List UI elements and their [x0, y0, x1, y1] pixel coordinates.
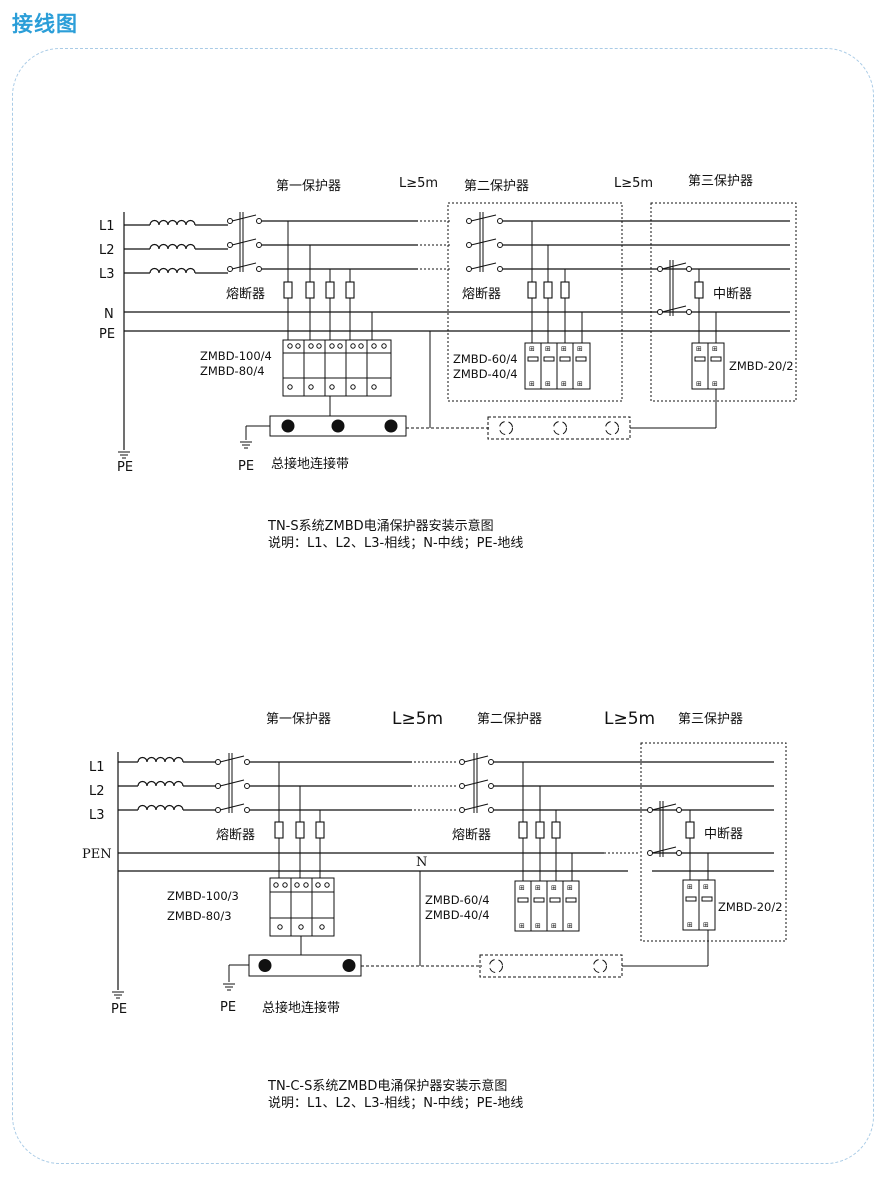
model2b-label: ZMBD-40/4 — [453, 367, 518, 381]
model2a-label-2: ZMBD-60/4 — [425, 893, 490, 907]
distance1-label-2: L≥5m — [392, 709, 443, 729]
svg-text:⊞: ⊞ — [551, 922, 557, 930]
line-label-n: N — [104, 307, 114, 322]
distance2-label: L≥5m — [614, 176, 653, 191]
model1b-label: ZMBD-80/4 — [200, 364, 265, 378]
caption-title-2: TN-C-S系统ZMBD电涌保护器安装示意图 — [268, 1079, 508, 1094]
spd-stage2: ⊞ ⊞ ⊞ ⊞ ⊞ ⊞ ⊞ ⊞ — [524, 342, 591, 390]
svg-text:⊞: ⊞ — [696, 380, 702, 388]
svg-text:⊞: ⊞ — [519, 922, 525, 930]
caption-tn-s: TN-S系统ZMBD电涌保护器安装示意图 说明：L1、L2、L3-相线；N-中线… — [268, 518, 523, 552]
svg-text:⊞: ⊞ — [561, 345, 567, 353]
model2a-label: ZMBD-60/4 — [453, 352, 518, 366]
spd-stage1 — [282, 339, 392, 397]
stage1-label: 第一保护器 — [276, 179, 341, 194]
svg-text:⊞: ⊞ — [567, 884, 573, 892]
spd-stage2-2: ⊞ ⊞ ⊞ ⊞ ⊞ ⊞ ⊞ ⊞ — [514, 880, 580, 932]
grounding-bus — [269, 415, 407, 437]
line-label-l2-2: L2 — [89, 784, 105, 799]
n-label: N — [416, 855, 427, 870]
svg-text:⊞: ⊞ — [545, 380, 551, 388]
model3-label: ZMBD-20/2 — [729, 359, 794, 373]
page-title: 接线图 — [12, 12, 78, 36]
model1b-label-2: ZMBD-80/3 — [167, 909, 232, 923]
svg-text:⊞: ⊞ — [567, 922, 573, 930]
caption-note: 说明：L1、L2、L3-相线；N-中线；PE-地线 — [268, 536, 524, 551]
breaker-label: 中断器 — [713, 287, 752, 302]
stage2-label-2: 第二保护器 — [477, 712, 542, 727]
model3-label-2: ZMBD-20/2 — [718, 900, 783, 914]
svg-text:⊞: ⊞ — [529, 380, 535, 388]
caption-title: TN-S系统ZMBD电涌保护器安装示意图 — [268, 519, 494, 534]
tn-c-s-diagram: 第一保护器 L≥5m 第二保护器 L≥5m 第三保护器 L1 L2 L3 PEN… — [82, 709, 787, 1017]
spd-stage3-2: ⊞ ⊞ ⊞ ⊞ — [682, 879, 716, 931]
ground-left-label: PE — [117, 460, 133, 475]
fuse1-label: 熔断器 — [226, 287, 265, 302]
model1a-label: ZMBD-100/4 — [200, 349, 272, 363]
line-label-l3-2: L3 — [89, 808, 105, 823]
stage2-label: 第二保护器 — [464, 179, 529, 194]
fuse2-label: 熔断器 — [462, 287, 501, 302]
distance1-label: L≥5m — [399, 176, 438, 191]
svg-text:⊞: ⊞ — [535, 884, 541, 892]
svg-text:⊞: ⊞ — [535, 922, 541, 930]
model2b-label-2: ZMBD-40/4 — [425, 908, 490, 922]
ground-bus-pe-label: PE — [238, 459, 254, 474]
svg-text:⊞: ⊞ — [577, 345, 583, 353]
ground-left-label-2: PE — [111, 1002, 127, 1017]
caption-note-2: 说明：L1、L2、L3-相线；N-中线；PE-地线 — [268, 1096, 524, 1111]
spd-stage1-2 — [269, 877, 335, 937]
svg-text:⊞: ⊞ — [551, 884, 557, 892]
content-frame — [12, 48, 874, 1164]
svg-text:⊞: ⊞ — [687, 883, 693, 891]
svg-text:⊞: ⊞ — [703, 883, 709, 891]
ground-bus-pe-label-2: PE — [220, 1000, 236, 1015]
svg-text:⊞: ⊞ — [687, 921, 693, 929]
line-label-pe: PE — [99, 327, 115, 342]
svg-text:⊞: ⊞ — [577, 380, 583, 388]
tn-s-diagram: 第一保护器 L≥5m 第二保护器 L≥5m 第三保护器 L1 L2 L3 N P… — [99, 174, 797, 475]
breaker-label-2: 中断器 — [704, 827, 743, 842]
line-label-l2: L2 — [99, 243, 115, 258]
svg-text:⊞: ⊞ — [529, 345, 535, 353]
stage1-label-2: 第一保护器 — [266, 712, 331, 727]
spd-stage3: ⊞ ⊞ ⊞ ⊞ — [691, 342, 725, 390]
grounding-bus-2 — [248, 954, 362, 977]
svg-text:⊞: ⊞ — [696, 345, 702, 353]
line-label-l1: L1 — [99, 219, 115, 234]
stage3-label-2: 第三保护器 — [678, 712, 743, 727]
phase-lines — [124, 212, 790, 274]
line-label-pen: PEN — [82, 847, 112, 862]
svg-text:⊞: ⊞ — [545, 345, 551, 353]
bus-label: 总接地连接带 — [271, 456, 349, 472]
stage3-label: 第三保护器 — [688, 174, 753, 189]
svg-text:⊞: ⊞ — [519, 884, 525, 892]
svg-text:⊞: ⊞ — [703, 921, 709, 929]
svg-text:⊞: ⊞ — [712, 345, 718, 353]
svg-text:⊞: ⊞ — [712, 380, 718, 388]
fuse2-label-2: 熔断器 — [452, 828, 491, 843]
model1a-label-2: ZMBD-100/3 — [167, 889, 239, 903]
fuse1-label-2: 熔断器 — [216, 828, 255, 843]
line-label-l1-2: L1 — [89, 760, 105, 775]
bus-label-2: 总接地连接带 — [262, 1000, 340, 1016]
caption-tn-c-s: TN-C-S系统ZMBD电涌保护器安装示意图 说明：L1、L2、L3-相线；N-… — [268, 1078, 523, 1112]
line-label-l3: L3 — [99, 267, 115, 282]
distance2-label-2: L≥5m — [604, 709, 655, 729]
svg-text:⊞: ⊞ — [561, 380, 567, 388]
